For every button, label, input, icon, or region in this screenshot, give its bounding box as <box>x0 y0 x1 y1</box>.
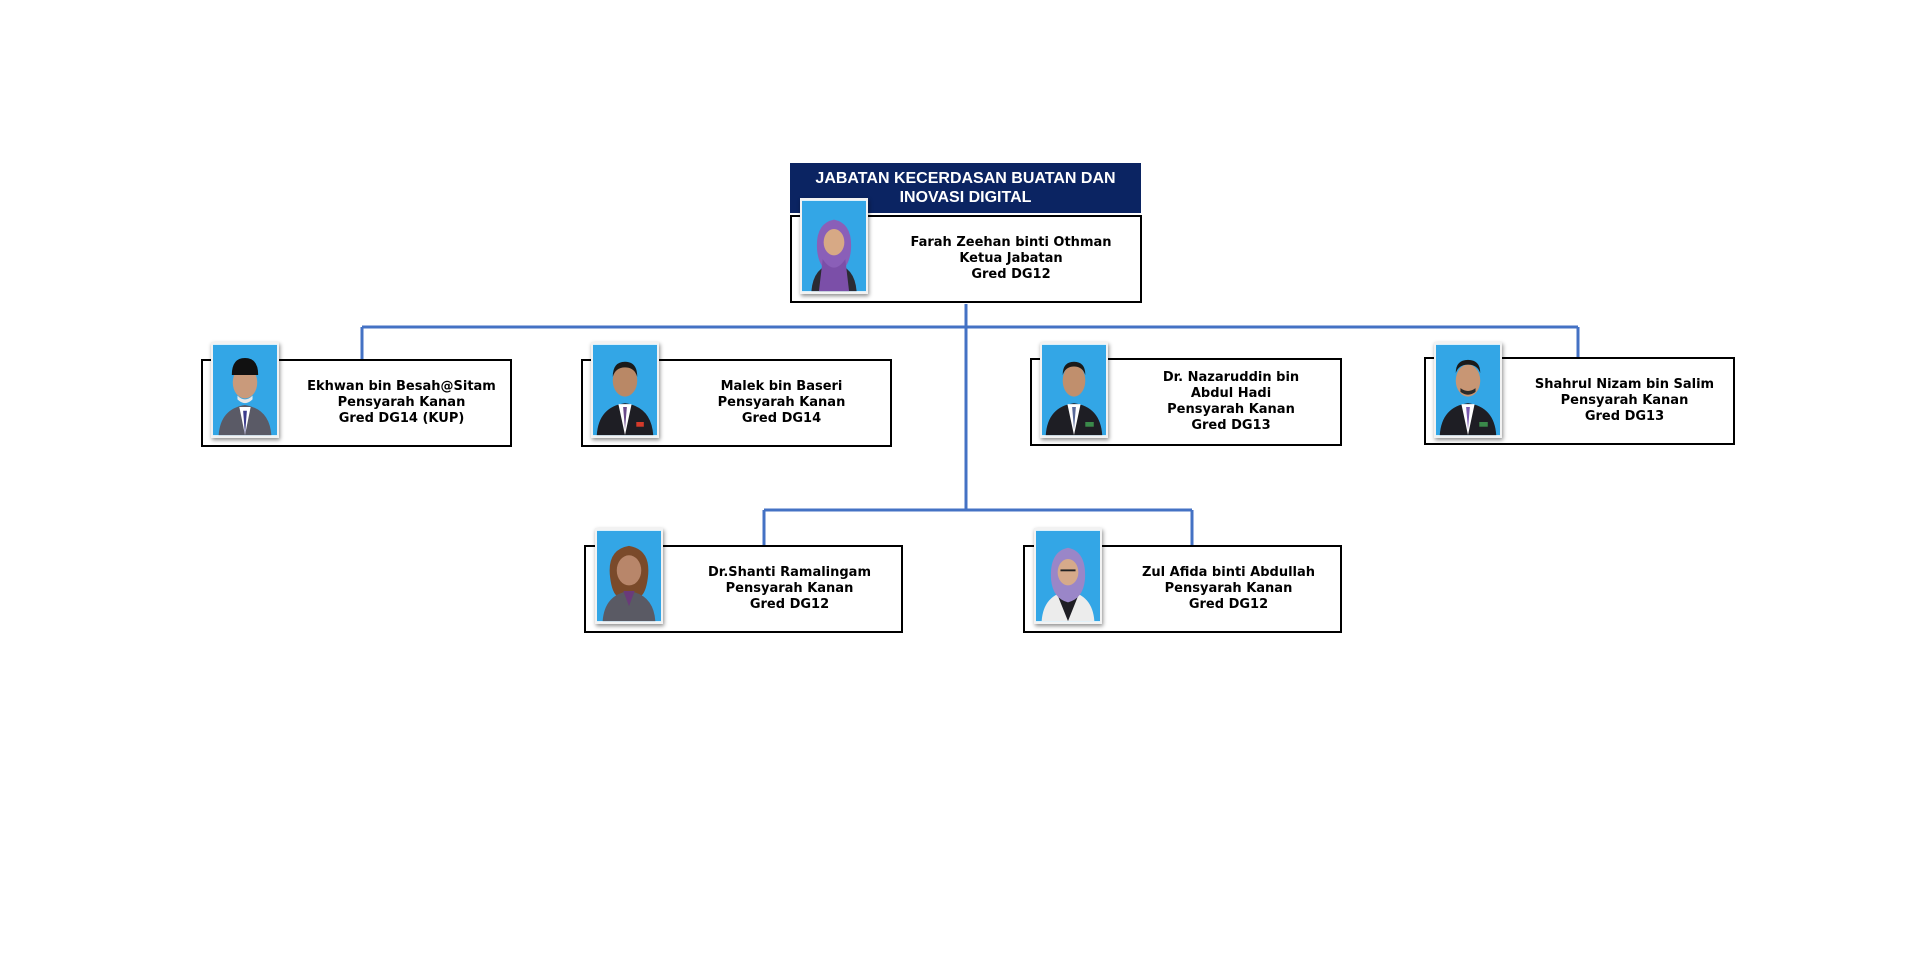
head-position: Ketua Jabatan <box>959 251 1063 266</box>
staff-grade: Gred DG13 <box>1191 418 1271 433</box>
staff-name-line2: Abdul Hadi <box>1190 386 1272 401</box>
staff-card: Dr.Shanti Ramalingam Pensyarah Kanan Gre… <box>584 528 903 633</box>
staff-position: Pensyarah Kanan <box>1167 402 1295 417</box>
person-photo-female-icon <box>595 528 663 624</box>
staff-card: Malek bin Baseri Pensyarah Kanan Gred DG… <box>581 342 892 447</box>
staff-card: Dr. Nazaruddin bin Abdul Hadi Pensyarah … <box>1030 342 1342 446</box>
staff-name: Malek bin Baseri <box>720 379 843 394</box>
head-of-department-card: Farah Zeehan binti Othman Ketua Jabatan … <box>790 198 1142 303</box>
staff-card: Ekhwan bin Besah@Sitam Pensyarah Kanan G… <box>201 342 512 447</box>
staff-grade: Gred DG14 (KUP) <box>338 411 465 426</box>
staff-card: Zul Afida binti Abdullah Pensyarah Kanan… <box>1023 528 1342 633</box>
staff-name: Ekhwan bin Besah@Sitam <box>307 379 496 394</box>
department-title-line2: INOVASI DIGITAL <box>899 189 1032 206</box>
person-photo-suit-icon <box>591 342 659 438</box>
staff-grade: Gred DG12 <box>749 597 830 612</box>
staff-name: Dr. Nazaruddin bin <box>1162 370 1300 385</box>
staff-grade: Gred DG12 <box>1188 597 1269 612</box>
staff-card: Shahrul Nizam bin Salim Pensyarah Kanan … <box>1424 342 1735 445</box>
person-photo-suit-icon <box>1434 342 1502 438</box>
person-photo-suit-icon <box>1040 342 1108 438</box>
head-name: Farah Zeehan binti Othman <box>910 235 1112 250</box>
person-photo-hijab-purple-icon <box>1034 528 1102 624</box>
staff-position: Pensyarah Kanan <box>1164 581 1293 596</box>
staff-grade: Gred DG14 <box>741 411 822 426</box>
person-photo-songkok-icon <box>211 342 279 438</box>
staff-position: Pensyarah Kanan <box>725 581 854 596</box>
department-title-line1: JABATAN KECERDASAN BUATAN DAN <box>815 170 1116 187</box>
head-grade: Gred DG12 <box>971 267 1051 282</box>
staff-grade: Gred DG13 <box>1584 409 1665 424</box>
staff-position: Pensyarah Kanan <box>337 395 466 410</box>
person-photo-hijab-purple-icon <box>800 198 868 294</box>
staff-name: Dr.Shanti Ramalingam <box>707 565 872 580</box>
staff-name: Shahrul Nizam bin Salim <box>1534 377 1715 392</box>
staff-position: Pensyarah Kanan <box>717 395 846 410</box>
staff-name: Zul Afida binti Abdullah <box>1141 565 1316 580</box>
staff-position: Pensyarah Kanan <box>1560 393 1689 408</box>
